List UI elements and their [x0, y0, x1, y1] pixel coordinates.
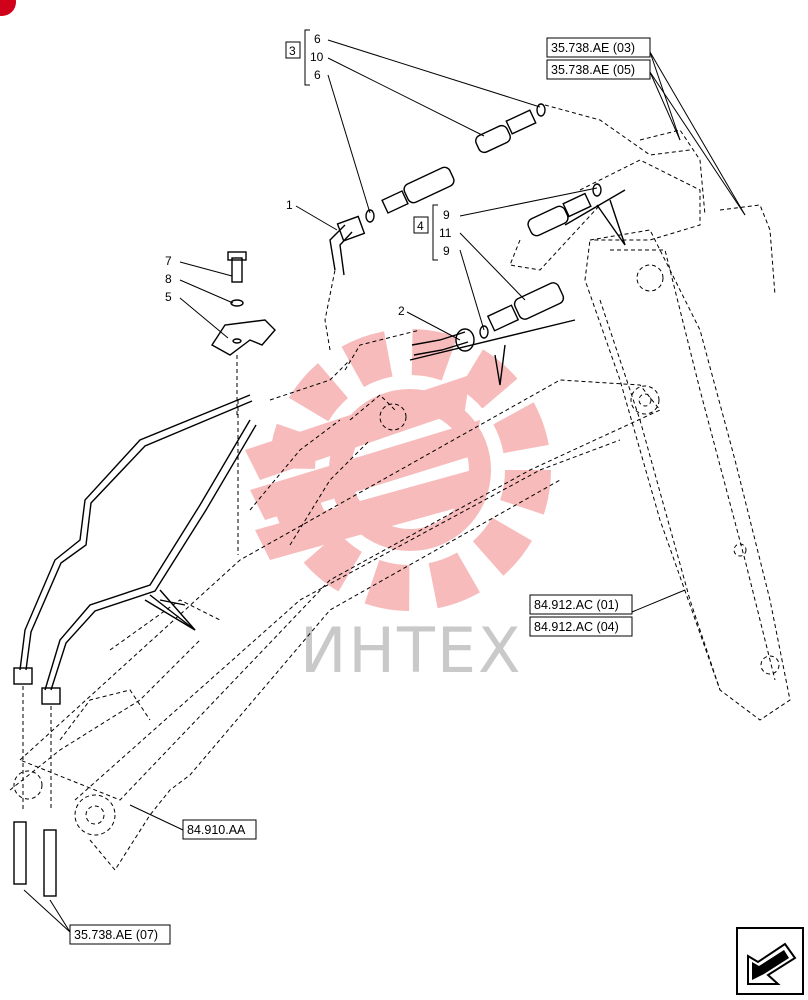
svg-text:35.738.AE (03): 35.738.AE (03)	[551, 41, 635, 55]
arm-assembly	[579, 129, 791, 721]
leader-lines	[23, 39, 746, 933]
section-arrows	[144, 189, 626, 631]
callout-2: 2	[398, 304, 405, 318]
svg-text:84.912.AC (04): 84.912.AC (04)	[534, 620, 619, 634]
svg-text:35.738.AE (05): 35.738.AE (05)	[551, 63, 635, 77]
callout-1: 1	[286, 198, 293, 212]
svg-text:84.912.AC (01): 84.912.AC (01)	[534, 598, 619, 612]
reference-box-35-738-ae-03: 35.738.AE (03)	[546, 37, 651, 58]
reference-box-84-912-ac-01: 84.912.AC (01)	[529, 594, 633, 615]
hose-fittings-group-4	[411, 183, 602, 356]
group-3-item-1: 6	[314, 32, 321, 46]
arrow-nav-icon[interactable]	[736, 927, 804, 995]
group-4-item-1: 9	[443, 208, 450, 222]
reference-box-35-738-ae-07: 35.738.AE (07)	[69, 924, 171, 945]
group-box-4-id: 4	[417, 219, 424, 233]
reference-box-84-910-aa: 84.910.AA	[182, 819, 257, 840]
callout-5: 5	[165, 290, 172, 304]
clamp-assembly	[211, 251, 276, 415]
red-corner-dot-icon	[0, 0, 16, 16]
callout-7: 7	[165, 254, 172, 268]
svg-text:84.910.AA: 84.910.AA	[187, 823, 246, 837]
group-3-item-2: 10	[310, 50, 324, 64]
svg-text:35.738.AE (07): 35.738.AE (07)	[74, 928, 158, 942]
boom-assembly	[9, 379, 661, 871]
group-box-3: 3 6 10 6	[285, 29, 324, 86]
hose-fittings-group-3	[329, 103, 691, 276]
hydraulic-tubes-left	[13, 359, 351, 897]
group-box-4: 4 9 11 9	[413, 204, 452, 261]
group-box-3-id: 3	[289, 44, 296, 58]
group-4-item-2: 11	[439, 226, 452, 240]
hydraulic-hoses-boom	[249, 204, 601, 546]
group-3-item-3: 6	[314, 68, 321, 82]
watermark-text: ИНТЕХ	[300, 614, 523, 687]
group-4-item-3: 9	[443, 244, 450, 258]
callout-8: 8	[165, 272, 172, 286]
reference-box-35-738-ae-05: 35.738.AE (05)	[546, 59, 651, 80]
watermark-logo-icon	[245, 329, 551, 611]
reference-box-84-912-ac-04: 84.912.AC (04)	[529, 616, 633, 637]
